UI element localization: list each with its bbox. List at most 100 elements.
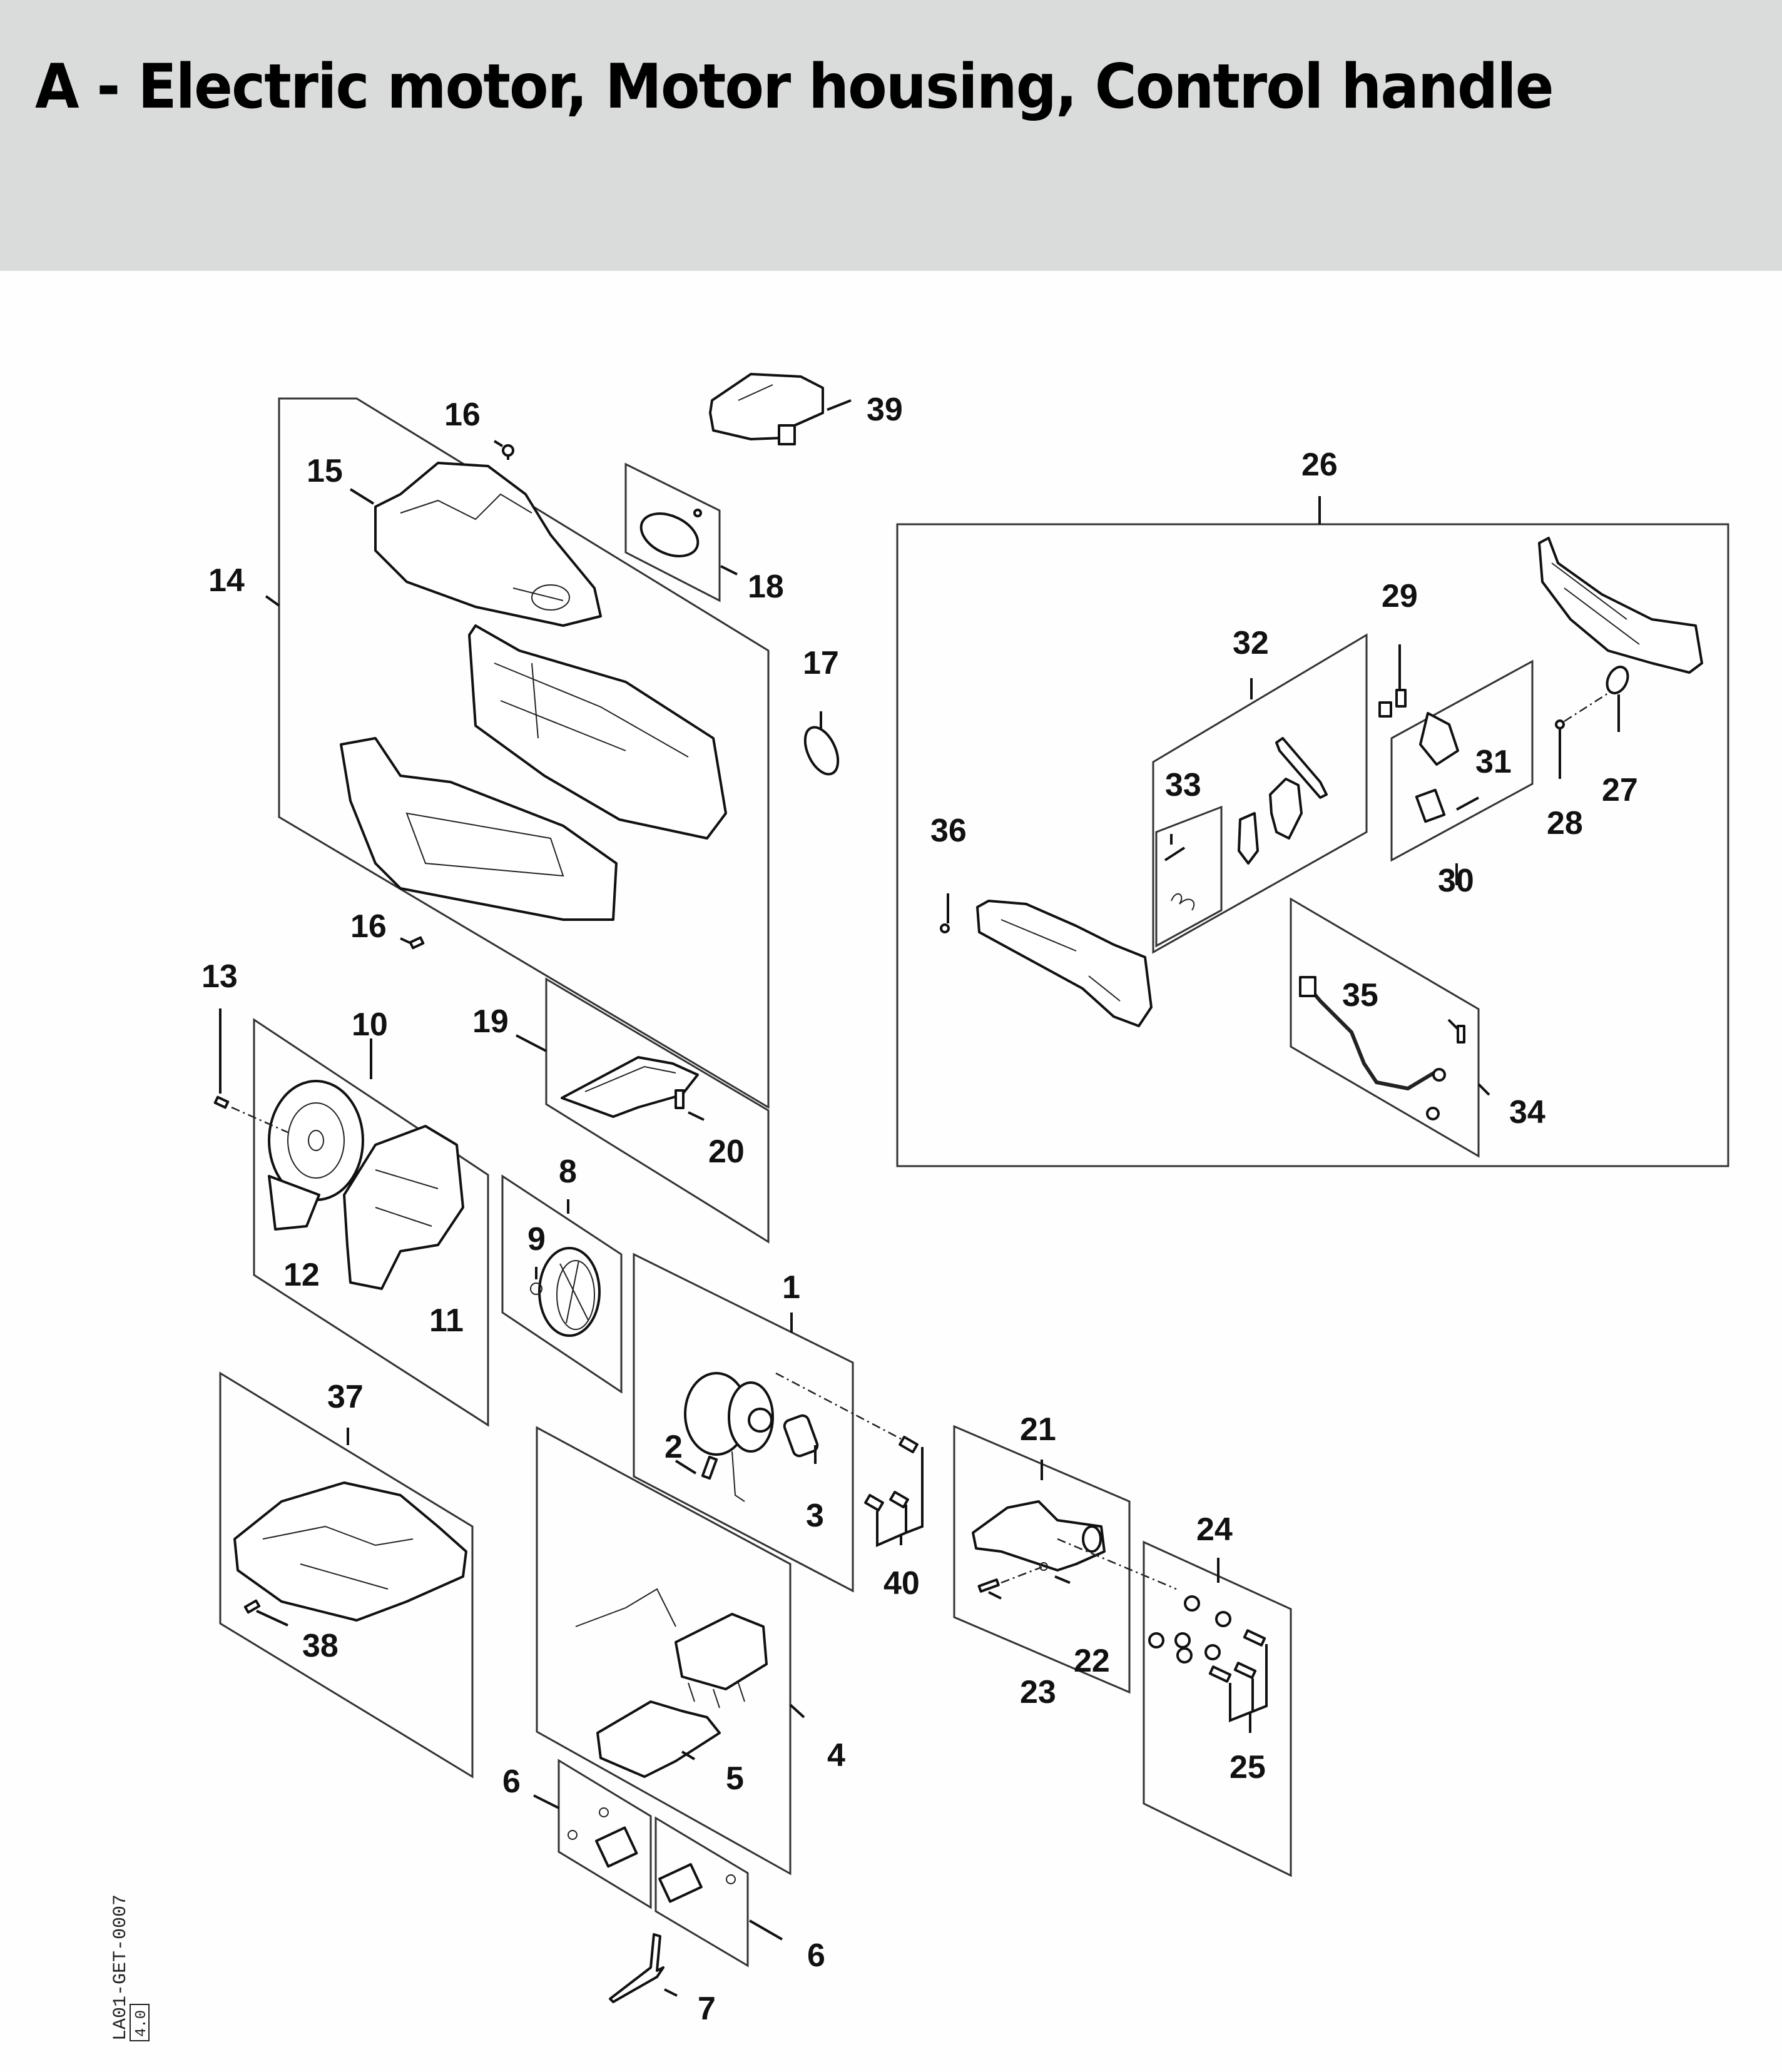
cable-tie-35[interactable]	[1457, 1025, 1465, 1044]
callout-20[interactable]: 20	[708, 1134, 745, 1170]
callout-26[interactable]: 26	[1301, 447, 1338, 483]
fan-wheel-8[interactable]	[538, 1247, 601, 1337]
handle-rear-26[interactable]	[1538, 537, 1703, 674]
callout-30[interactable]: 30	[1438, 863, 1474, 899]
battery-cap-39[interactable]	[709, 373, 824, 445]
callout-33[interactable]: 33	[1165, 767, 1201, 803]
callout-16-bottom[interactable]: 16	[350, 908, 387, 945]
cable-harness-34[interactable]	[1299, 976, 1446, 1120]
lock-button-29[interactable]	[1378, 689, 1407, 718]
callout-29[interactable]: 29	[1382, 578, 1418, 614]
callout-16-top[interactable]: 16	[444, 397, 481, 433]
motor-housing-lower[interactable]	[340, 624, 727, 921]
switch-cover-30[interactable]	[1419, 712, 1459, 766]
group-frame-19	[545, 977, 770, 1244]
callout-7[interactable]: 7	[698, 1991, 716, 2027]
callout-37[interactable]: 37	[327, 1379, 364, 1415]
callout-13[interactable]: 13	[201, 958, 238, 995]
cable-clip-7[interactable]	[609, 1933, 664, 2003]
callout-21[interactable]: 21	[1020, 1411, 1056, 1448]
screw-set-25[interactable]	[1208, 1629, 1268, 1733]
callout-labels: 26 16 39 15 14 18 17 29 32 31 27 33 36 2…	[201, 392, 1638, 2027]
callout-4[interactable]: 4	[827, 1737, 845, 1774]
callout-11[interactable]: 11	[429, 1303, 464, 1339]
callout-5[interactable]: 5	[726, 1760, 744, 1797]
spiral-housing-12[interactable]	[268, 1080, 364, 1231]
retaining-ring-9[interactable]	[530, 1282, 542, 1295]
callout-32[interactable]: 32	[1233, 625, 1269, 661]
callout-17[interactable]: 17	[803, 645, 839, 681]
callout-2[interactable]: 2	[664, 1429, 683, 1465]
callout-22[interactable]: 22	[1074, 1643, 1110, 1679]
group-frame-33	[1155, 805, 1223, 948]
callout-3[interactable]: 3	[806, 1498, 824, 1534]
shaft-sleeve-3[interactable]	[783, 1414, 819, 1458]
electronics-cover-5[interactable]	[596, 1700, 721, 1778]
callout-35[interactable]: 35	[1342, 977, 1378, 1013]
group-frame-37	[219, 1371, 474, 1779]
callout-12[interactable]: 12	[283, 1257, 320, 1293]
callout-1[interactable]: 1	[782, 1269, 800, 1306]
callout-24[interactable]: 24	[1196, 1511, 1233, 1548]
callout-14[interactable]: 14	[208, 562, 245, 599]
group-frame-21	[953, 1424, 1131, 1694]
callout-36[interactable]: 36	[930, 813, 967, 849]
screw-set-40[interactable]	[775, 1372, 924, 1548]
group-frame-6-left	[558, 1759, 652, 1909]
callout-10[interactable]: 10	[352, 1007, 388, 1043]
plate-17[interactable]	[798, 722, 845, 779]
trigger-32[interactable]	[1238, 737, 1328, 865]
callout-6-right[interactable]: 6	[807, 1937, 825, 1974]
callout-40[interactable]: 40	[883, 1565, 920, 1602]
group-frame-30	[1390, 659, 1534, 862]
group-frame-4	[536, 1426, 792, 1876]
bottom-cover-37[interactable]	[233, 1481, 467, 1622]
housing-cover-15[interactable]	[374, 462, 602, 627]
callout-27[interactable]: 27	[1602, 772, 1638, 808]
nut-set-24[interactable]	[1148, 1595, 1231, 1663]
battery-shaft-19[interactable]	[561, 1056, 699, 1118]
callout-39[interactable]: 39	[867, 392, 903, 428]
callout-19[interactable]: 19	[472, 1003, 509, 1040]
switch-31[interactable]	[1415, 788, 1446, 823]
callout-38[interactable]: 38	[302, 1628, 339, 1664]
screw-16-bottom[interactable]	[400, 936, 425, 950]
bearing-housing-21[interactable]	[972, 1500, 1106, 1572]
contact-set-6-left[interactable]	[568, 1807, 638, 1868]
electric-motor-1[interactable]	[684, 1372, 774, 1502]
callout-8[interactable]: 8	[559, 1154, 577, 1190]
screw-16-top[interactable]	[493, 440, 514, 460]
callout-25[interactable]: 25	[1230, 1749, 1266, 1785]
screw-36[interactable]	[940, 923, 950, 933]
screw-13[interactable]	[213, 1095, 288, 1134]
callout-9[interactable]: 9	[527, 1221, 546, 1257]
callout-6-left[interactable]: 6	[502, 1764, 521, 1800]
callout-31[interactable]: 31	[1475, 744, 1512, 780]
screw-2[interactable]	[701, 1455, 718, 1480]
contact-set-6-right[interactable]	[658, 1863, 736, 1903]
group-frame-10	[253, 1018, 489, 1427]
spring-set-33[interactable]	[1164, 846, 1195, 911]
callout-34[interactable]: 34	[1509, 1094, 1545, 1130]
page-title: A - Electric motor, Motor housing, Contr…	[35, 51, 1554, 123]
washer-22[interactable]	[1039, 1562, 1048, 1571]
cover-plate-18[interactable]	[634, 505, 705, 565]
group-frame-34	[1290, 897, 1480, 1158]
electronics-module-4[interactable]	[575, 1588, 768, 1709]
group-frame-32	[1152, 633, 1368, 954]
screw-23[interactable]	[977, 1538, 1177, 1593]
screw-28[interactable]	[1555, 690, 1612, 729]
leader-lines	[219, 399, 1620, 1997]
screw-38[interactable]	[243, 1599, 288, 1627]
drawing-code-block: LA01-GET-0007 4.0	[110, 1894, 150, 2041]
callout-18[interactable]: 18	[748, 569, 784, 605]
fan-housing-11[interactable]	[343, 1125, 464, 1290]
handle-front-26[interactable]	[976, 900, 1153, 1027]
callout-15[interactable]: 15	[307, 453, 343, 489]
group-frame-8	[501, 1174, 623, 1394]
knob-27[interactable]	[1603, 664, 1632, 697]
screw-20[interactable]	[675, 1089, 685, 1109]
header-banner: A - Electric motor, Motor housing, Contr…	[0, 0, 1782, 271]
callout-23[interactable]: 23	[1020, 1674, 1056, 1710]
callout-28[interactable]: 28	[1547, 805, 1583, 841]
